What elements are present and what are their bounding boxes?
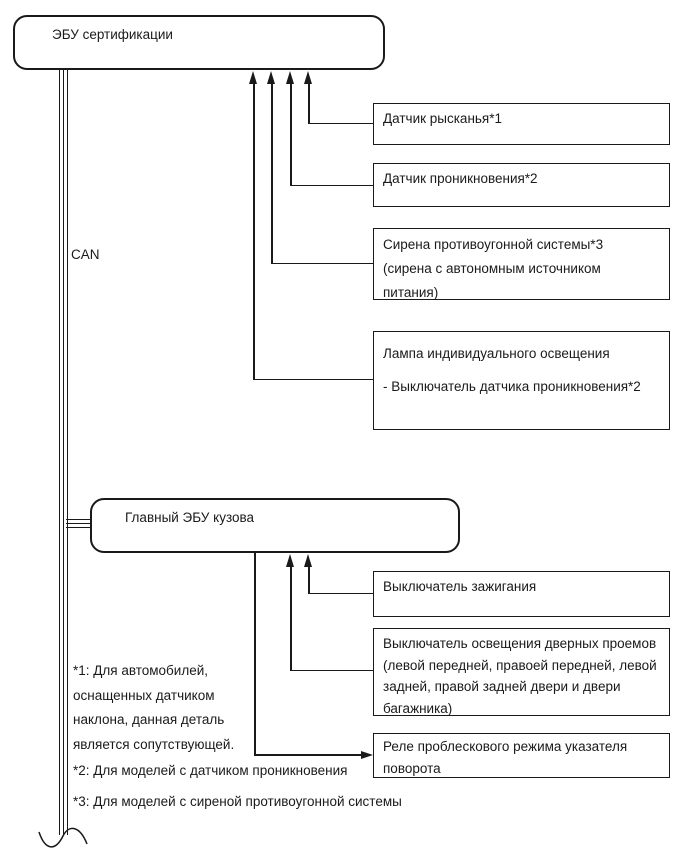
antitheft-siren-label-line2: (сирена с автономным источником <box>383 261 601 276</box>
bus-break-symbol <box>38 827 88 848</box>
antitheft-siren-box: Сирена противоугонной системы*3 (сирена … <box>373 228 670 300</box>
flasher-relay-label-line1: Реле проблескового режима указателя <box>383 739 628 754</box>
intrusion-sensor-arrow-icon <box>286 71 294 84</box>
yaw-sensor-arrow-icon <box>304 71 312 84</box>
door-light-switch-arrow-icon <box>286 554 294 567</box>
footnote-1-line2: оснащенных датчиком <box>73 687 215 703</box>
main-body-ecu-box: Главный ЭБУ кузова <box>90 498 460 553</box>
personal-lamp-box: Лампа индивидуального освещения - Выключ… <box>373 331 670 430</box>
lamp-arrow-icon <box>249 71 257 84</box>
yaw-sensor-connector-vertical <box>308 83 310 124</box>
door-light-switch-label-line1: Выключатель освещения дверных проемов <box>383 636 657 651</box>
yaw-sensor-connector-horizontal <box>308 122 373 124</box>
ignition-switch-arrow-icon <box>304 554 312 567</box>
can-bus-line <box>59 70 68 835</box>
footnote-2: *2: Для моделей с датчиком проникновения <box>73 763 348 778</box>
lamp-connector-vertical <box>253 83 255 380</box>
intrusion-sensor-connector-horizontal <box>290 184 373 186</box>
personal-lamp-label-line1: Лампа индивидуального освещения <box>383 346 610 361</box>
flasher-relay-connector-vertical <box>254 553 256 755</box>
footnote-1: *1: Для автомобилей, оснащенных датчиком… <box>73 659 234 757</box>
flasher-relay-arrow-icon <box>361 750 373 759</box>
flasher-relay-connector-horizontal <box>254 754 361 756</box>
antitheft-siren-label-line3: питания) <box>383 285 439 300</box>
lamp-connector-horizontal <box>253 378 373 380</box>
intrusion-sensor-box: Датчик проникновения*2 <box>373 163 670 207</box>
intrusion-sensor-label: Датчик проникновения*2 <box>383 171 538 186</box>
door-light-switch-label-line4: багажника) <box>383 701 453 717</box>
ignition-switch-box: Выключатель зажигания <box>373 571 670 617</box>
ignition-switch-connector-horizontal <box>308 592 373 594</box>
flasher-relay-label-line2: поворота <box>383 761 441 776</box>
flasher-relay-box: Реле проблескового режима указателя пово… <box>373 733 670 778</box>
certification-ecu-box: ЭБУ сертификации <box>13 15 385 70</box>
door-light-switch-connector-horizontal <box>290 669 373 671</box>
ignition-switch-connector-vertical <box>308 566 310 594</box>
main-body-ecu-label: Главный ЭБУ кузова <box>125 510 255 525</box>
yaw-sensor-box: Датчик рысканья*1 <box>373 103 670 145</box>
ignition-switch-label: Выключатель зажигания <box>383 579 537 594</box>
footnote-1-line4: является сопутствующей. <box>73 736 235 752</box>
footnote-1-line3: наклона, данная деталь <box>73 712 225 727</box>
door-light-switch-label-line2: (левой передней, правоей передней, левой <box>383 657 657 673</box>
siren-connector-horizontal <box>271 262 373 264</box>
personal-lamp-label-line2: - Выключатель датчика проникновения*2 <box>383 379 641 394</box>
antitheft-siren-label-line1: Сирена противоугонной системы*3 <box>383 237 604 252</box>
certification-ecu-label: ЭБУ сертификации <box>52 27 173 42</box>
intrusion-sensor-connector-vertical <box>290 83 292 186</box>
can-bus-label: CAN <box>71 247 100 262</box>
door-light-switch-box: Выключатель освещения дверных проемов (л… <box>373 628 670 716</box>
siren-arrow-icon <box>267 71 275 84</box>
footnote-1-line1: *1: Для автомобилей, <box>73 663 209 678</box>
footnote-3: *3: Для моделей с сиреной противоугонной… <box>73 794 402 809</box>
door-light-switch-connector-vertical <box>290 566 292 671</box>
siren-connector-vertical <box>271 83 273 264</box>
can-bus-branch-line <box>66 519 92 528</box>
yaw-sensor-label: Датчик рысканья*1 <box>383 111 503 126</box>
door-light-switch-label-line3: задней, правой задней двери и двери <box>383 679 621 695</box>
